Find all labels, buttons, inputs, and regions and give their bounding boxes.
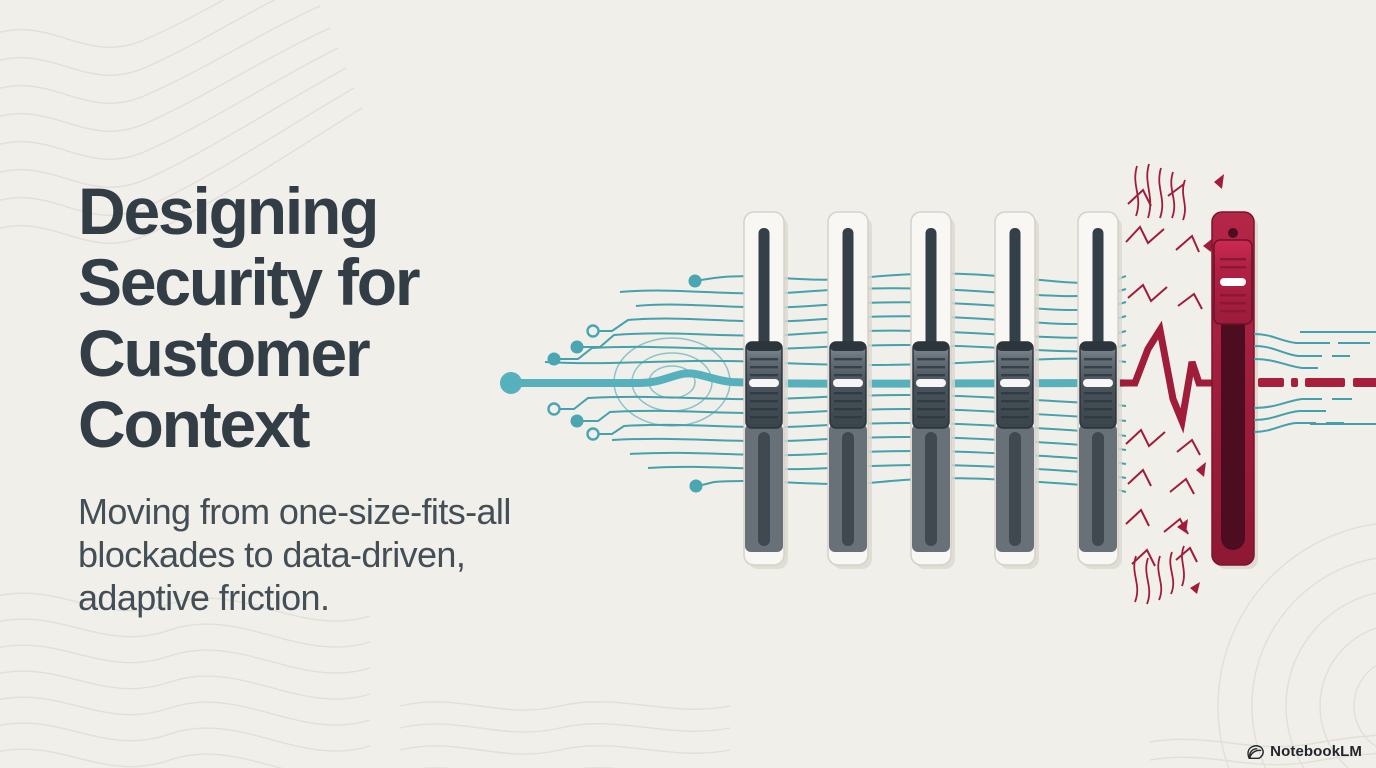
- fader-3: [910, 211, 956, 570]
- fader-1: [743, 211, 789, 570]
- text-block: Designing Security for Customer Context …: [78, 176, 658, 619]
- fader-5: [1077, 211, 1123, 570]
- ecg-spike-line: [1120, 320, 1212, 434]
- notebooklm-icon: [1247, 744, 1264, 759]
- circuit-node-dots: [547, 274, 703, 493]
- output-teal-tails: [1253, 331, 1376, 433]
- fader-4: [994, 211, 1040, 570]
- brand-name: NotebookLM: [1270, 743, 1362, 760]
- fader-2: [827, 211, 873, 570]
- main-signal-line: [500, 369, 1126, 394]
- output-dashed-signal: [1258, 378, 1376, 387]
- red-mixer-fader-icon: [1211, 211, 1258, 569]
- slide-title: Designing Security for Customer Context: [78, 174, 421, 461]
- slide-subtitle: Moving from one-size-fits-all blockades …: [78, 491, 511, 618]
- brand-lockup: NotebookLM: [1246, 743, 1362, 760]
- red-seismic-zigzag-icon: [1125, 163, 1203, 605]
